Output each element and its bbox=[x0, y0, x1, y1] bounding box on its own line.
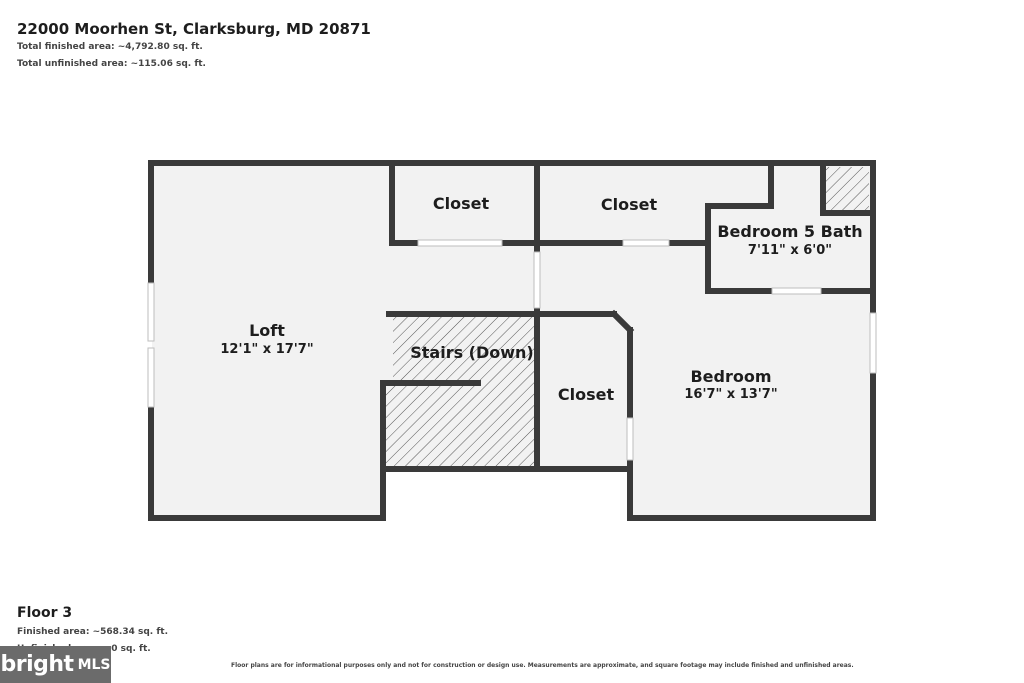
room-name-closet-top-right: Closet bbox=[601, 195, 658, 214]
floor-finished-area: Finished area: ~568.34 sq. ft. bbox=[17, 627, 168, 637]
room-name-loft: Loft bbox=[249, 321, 285, 340]
room-dims-loft: 12'1" x 17'7" bbox=[220, 342, 313, 357]
floor-name: Floor 3 bbox=[17, 605, 73, 621]
room-name-stairs: Stairs (Down) bbox=[410, 343, 534, 362]
room-dims-bedroom5-bath: 7'11" x 6'0" bbox=[748, 243, 832, 258]
room-name-closet-middle: Closet bbox=[558, 385, 615, 404]
logo-suffix: MLS bbox=[77, 656, 111, 673]
wall-openings bbox=[147, 239, 877, 461]
walls bbox=[148, 160, 876, 521]
stairs-hatch bbox=[386, 316, 535, 467]
exterior-notch bbox=[386, 472, 629, 522]
shaft-hatch bbox=[826, 167, 869, 211]
property-address: 22000 Moorhen St, Clarksburg, MD 20871 bbox=[17, 20, 371, 38]
total-unfinished-area: Total unfinished area: ~115.06 sq. ft. bbox=[17, 59, 206, 69]
disclaimer: Floor plans are for informational purpos… bbox=[231, 662, 854, 669]
room-name-bedroom5-bath: Bedroom 5 Bath bbox=[717, 222, 862, 241]
logo-word: bright bbox=[0, 652, 74, 677]
total-finished-area: Total finished area: ~4,792.80 sq. ft. bbox=[17, 42, 203, 52]
room-name-closet-top-left: Closet bbox=[433, 194, 490, 213]
room-name-bedroom: Bedroom bbox=[690, 367, 771, 386]
bright-mls-logo: bright MLS bbox=[0, 646, 111, 683]
room-dims-bedroom: 16'7" x 13'7" bbox=[684, 387, 777, 402]
